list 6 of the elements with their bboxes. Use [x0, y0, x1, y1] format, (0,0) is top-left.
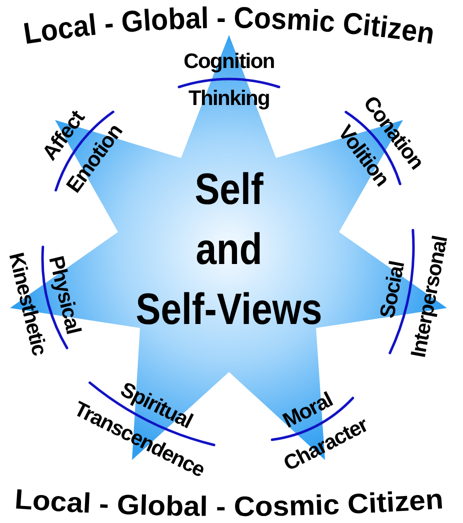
- star-point-label: Social: [376, 260, 409, 320]
- curved-heading: Local - Global - Cosmic Citizen: [14, 483, 444, 522]
- center-title: Self and Self-Views: [134, 164, 324, 336]
- star-point-label: Thinking: [188, 88, 270, 110]
- star-point-label: Physical: [44, 254, 84, 336]
- curved-heading: Local - Global - Cosmic Citizen: [21, 2, 438, 52]
